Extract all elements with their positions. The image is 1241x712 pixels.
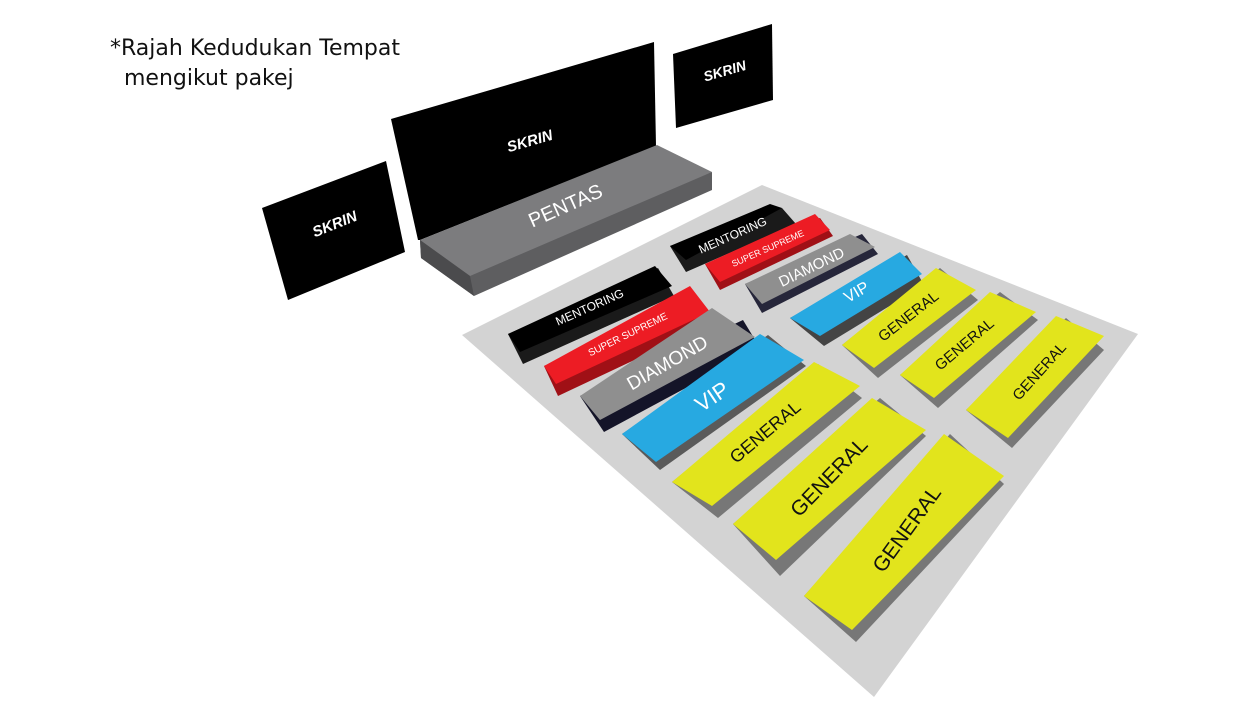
section-super-supreme-left: SUPER SUPREME [544,286,715,396]
section-general-left-1: GENERAL [672,362,862,518]
section-general-right-3: GENERAL [966,316,1104,448]
seating-note: *Rajah Kedudukan Tempat mengikut pakej [110,34,400,94]
note-line-1: *Rajah Kedudukan Tempat [110,36,401,61]
section-diamond-left: DIAMOND [580,308,760,432]
screen-left: SKRIN [262,161,405,300]
section-general-right-2: GENERAL [900,292,1038,408]
note-line-2: mengikut pakej [110,66,294,91]
section-general-left-3: GENERAL [804,434,1004,642]
screen-right: SKRIN [673,24,773,128]
section-vip-left: VIP [622,334,806,470]
section-vip-right: VIP [790,252,924,346]
section-mentoring-right: MENTORING [670,204,796,272]
screen-center: SKRIN [391,42,656,240]
